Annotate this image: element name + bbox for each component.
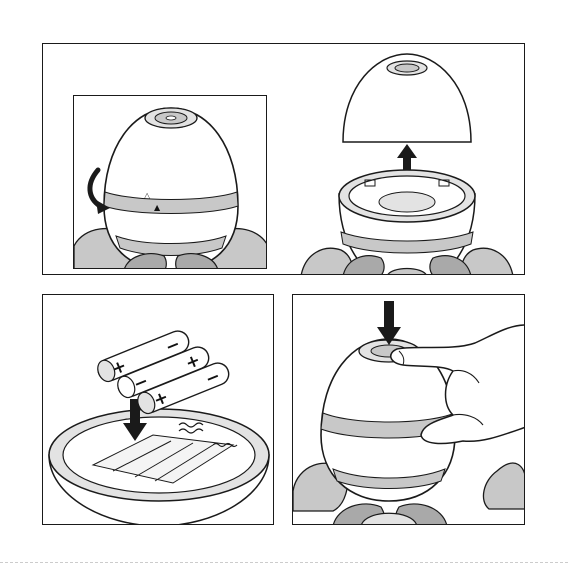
page-footer-rule	[0, 562, 568, 563]
step-1-illustration: △ ▲	[74, 96, 267, 269]
battery-compartment	[49, 409, 269, 525]
step-1-inset: △ ▲	[73, 95, 267, 269]
step-4-illustration	[293, 295, 525, 525]
step-4-panel	[292, 294, 525, 525]
step-3-panel: + − − + + −	[42, 294, 274, 525]
removed-cap	[343, 54, 471, 142]
massager-base	[301, 170, 513, 275]
press-down-arrow-icon	[377, 301, 401, 345]
open-mark: △	[144, 191, 151, 200]
step-panel-top: △ ▲	[42, 43, 525, 275]
close-mark: ▲	[154, 203, 161, 212]
step-3-illustration: + − − + + −	[43, 295, 274, 525]
